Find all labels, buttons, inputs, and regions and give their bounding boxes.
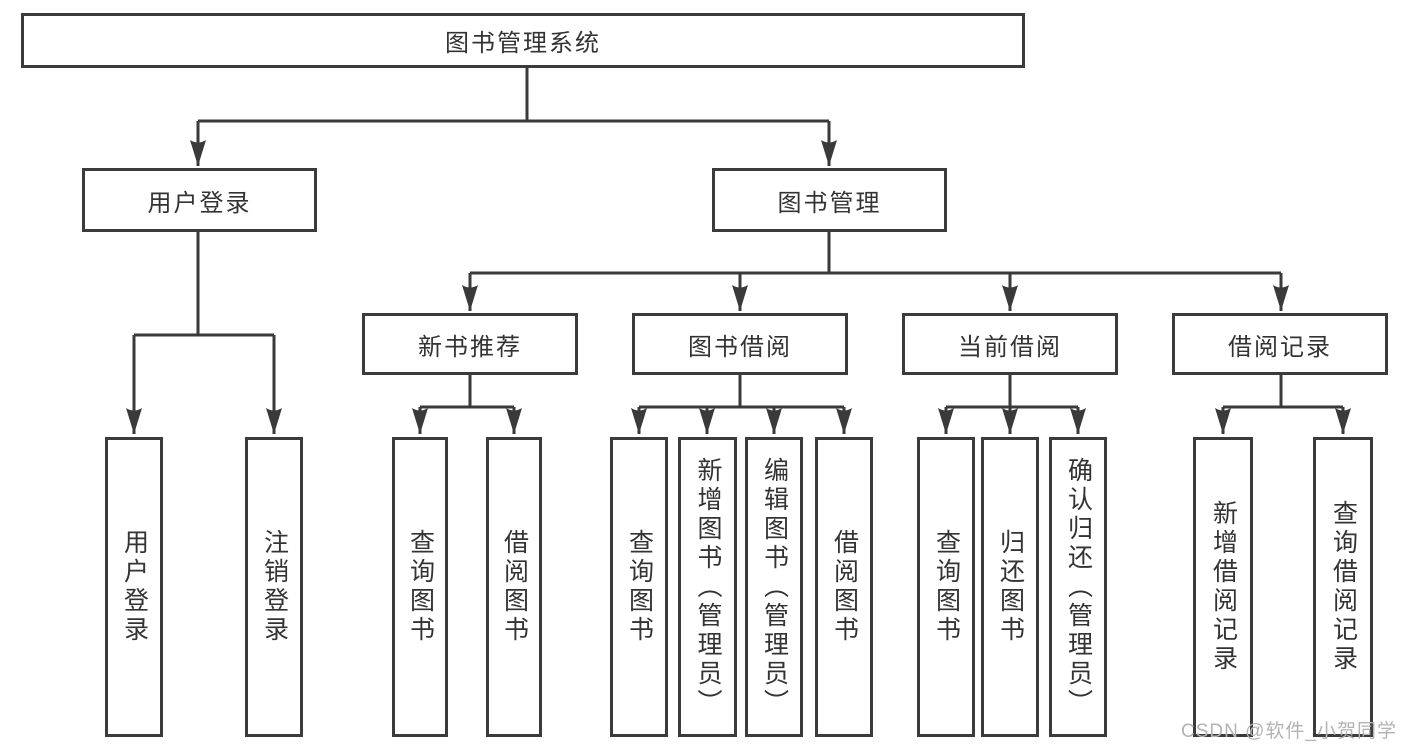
node-user-login: 用户登录: [82, 168, 317, 232]
leaf-current-query-books-label: 查询图书: [932, 529, 961, 645]
leaf-borrow-add-books-admin: 新增图书（管理员）: [678, 437, 737, 737]
leaf-current-return-books: 归还图书: [981, 437, 1039, 737]
node-borrowing-records: 借阅记录: [1172, 313, 1388, 375]
leaf-user-login-label: 用户登录: [120, 529, 149, 645]
leaf-current-confirm-return-admin-label: 确认归还（管理员）: [1064, 456, 1093, 718]
leaf-borrow-add-books-admin-label: 新增图书（管理员）: [694, 456, 722, 718]
leaf-newbooks-query-books-label: 查询图书: [406, 529, 435, 645]
leaf-newbooks-borrow-books-label: 借阅图书: [500, 529, 529, 645]
leaf-records-add-record: 新增借阅记录: [1193, 437, 1253, 737]
leaf-records-query-record-label: 查询借阅记录: [1329, 500, 1358, 674]
leaf-records-add-record-label: 新增借阅记录: [1209, 500, 1238, 674]
node-new-book-recommendation: 新书推荐: [362, 313, 578, 375]
leaf-current-return-books-label: 归还图书: [996, 529, 1025, 645]
watermark: CSDN @软件_小贺同学: [1181, 721, 1397, 742]
node-book-management-label: 图书管理: [777, 189, 882, 217]
leaf-borrow-query-books: 查询图书: [610, 437, 668, 737]
leaf-newbooks-borrow-books: 借阅图书: [486, 437, 542, 737]
node-root-label: 图书管理系统: [445, 30, 601, 57]
leaf-current-confirm-return-admin: 确认归还（管理员）: [1049, 437, 1107, 737]
leaf-records-query-record: 查询借阅记录: [1313, 437, 1373, 737]
node-book-borrowing-label: 图书借阅: [688, 333, 792, 361]
leaf-borrow-borrow-books: 借阅图书: [815, 437, 873, 737]
leaf-current-query-books: 查询图书: [917, 437, 975, 737]
node-current-borrowing-label: 当前借阅: [958, 333, 1062, 361]
leaf-newbooks-query-books: 查询图书: [392, 437, 448, 737]
leaf-borrow-query-books-label: 查询图书: [625, 529, 654, 645]
leaf-borrow-borrow-books-label: 借阅图书: [830, 529, 859, 645]
leaf-user-login: 用户登录: [105, 437, 163, 737]
leaf-borrow-edit-books-admin-label: 编辑图书（管理员）: [760, 456, 789, 718]
leaf-logout: 注销登录: [245, 437, 303, 737]
node-book-borrowing: 图书借阅: [632, 313, 848, 375]
node-current-borrowing: 当前借阅: [902, 313, 1118, 375]
node-user-login-label: 用户登录: [147, 189, 252, 217]
node-new-book-recommendation-label: 新书推荐: [418, 333, 522, 361]
node-root: 图书管理系统: [21, 13, 1025, 68]
leaf-borrow-edit-books-admin: 编辑图书（管理员）: [745, 437, 803, 737]
node-borrowing-records-label: 借阅记录: [1228, 333, 1332, 361]
leaf-logout-label: 注销登录: [260, 529, 289, 645]
node-book-management: 图书管理: [712, 168, 947, 232]
